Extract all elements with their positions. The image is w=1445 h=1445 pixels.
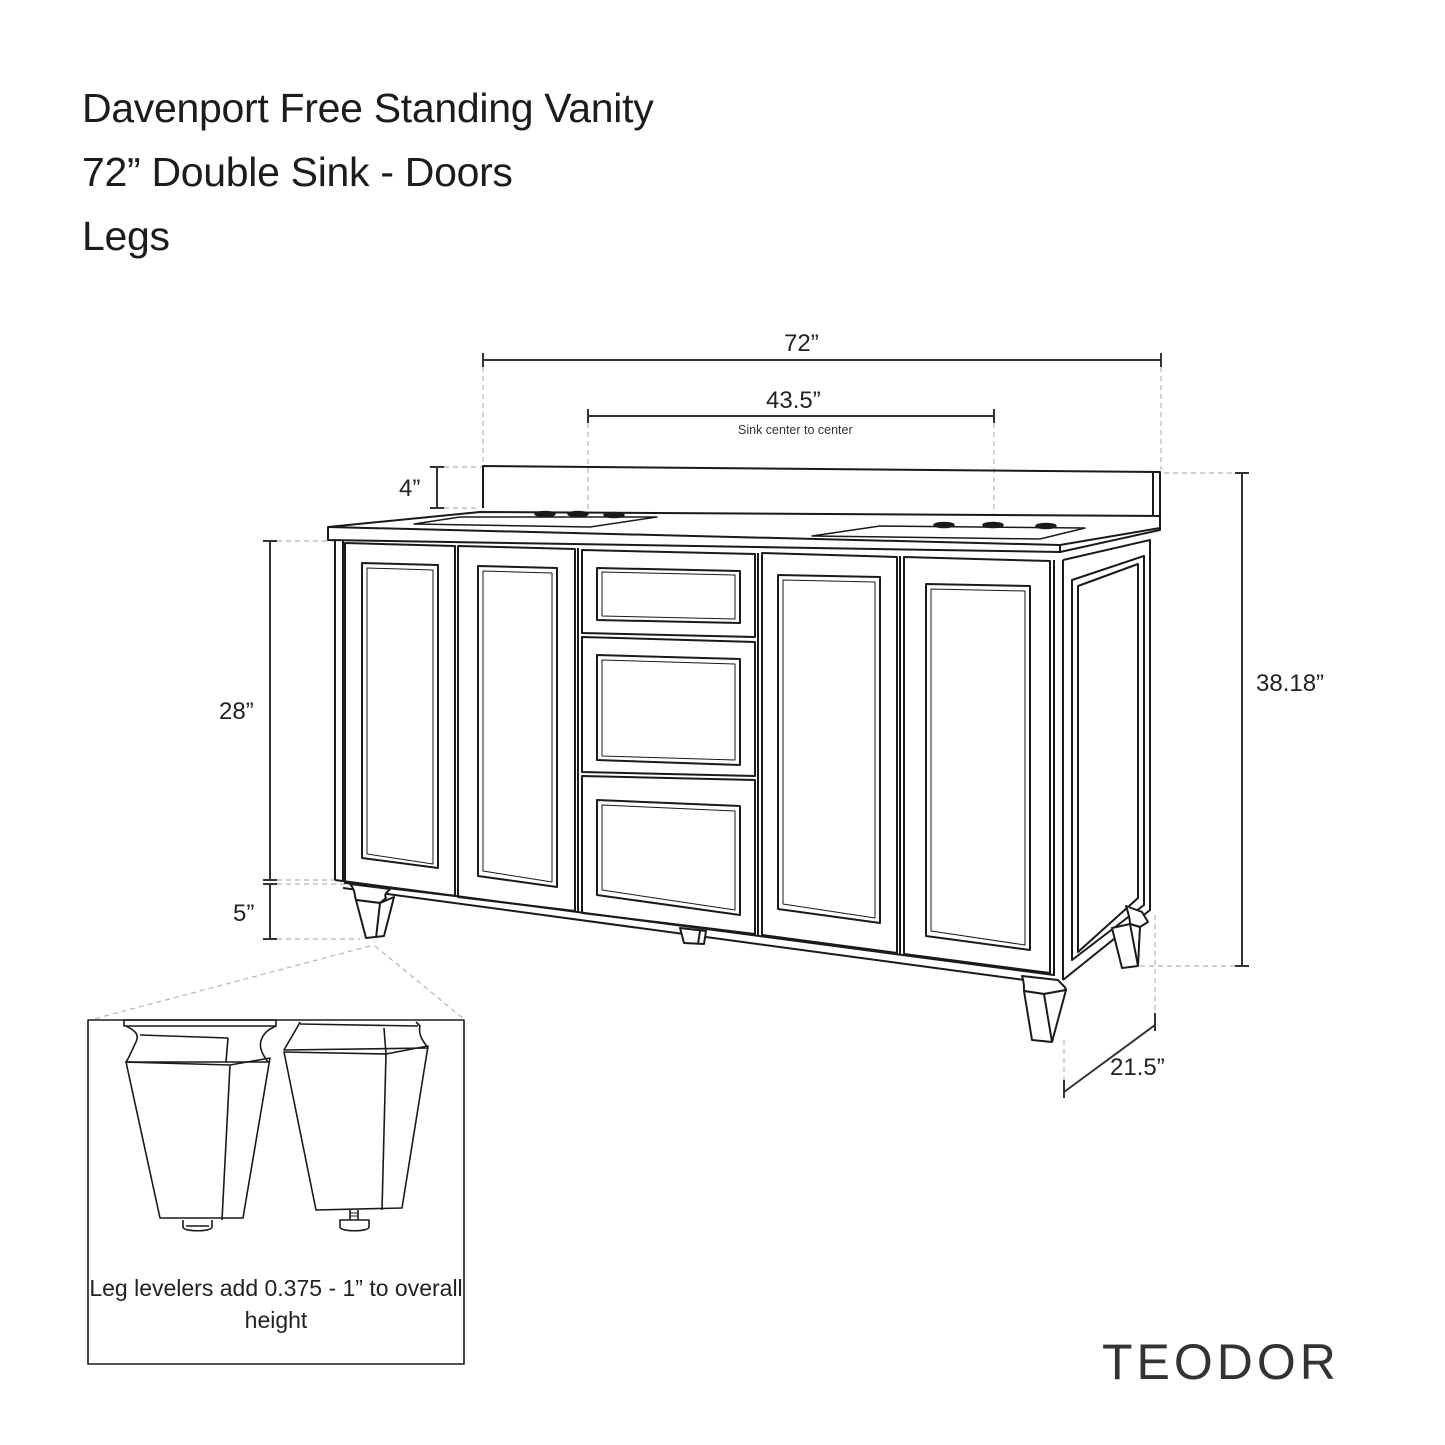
leg-leveler-caption: Leg levelers add 0.375 - 1” to overall h… — [89, 1275, 463, 1333]
leg-height-label: 5” — [233, 900, 255, 927]
leg-detail-extended — [283, 1021, 429, 1232]
door-2 — [457, 545, 576, 912]
drawer-3 — [581, 775, 756, 935]
overall-width-label: 72” — [784, 330, 819, 357]
backsplash-height-label: 4” — [399, 475, 421, 502]
overall-height-label: 38.18” — [1256, 670, 1325, 697]
door-1 — [344, 542, 456, 897]
backsplash — [482, 465, 1161, 516]
countertop — [327, 511, 1161, 553]
drawer-2 — [581, 636, 756, 777]
product-base-type: Legs — [82, 213, 170, 259]
brand-logo: TEODOR — [1102, 1334, 1340, 1390]
extension-lines — [89, 367, 1235, 1080]
depth-label: 21.5” — [1110, 1054, 1165, 1081]
product-configuration: 72” Double Sink - Doors — [82, 149, 513, 195]
product-name: Davenport Free Standing Vanity — [82, 85, 654, 131]
door-4 — [903, 556, 1051, 974]
title-block: Davenport Free Standing Vanity 72” Doubl… — [82, 76, 654, 268]
leg-back-right — [1111, 905, 1149, 969]
sink-right — [811, 521, 1086, 540]
door-3 — [761, 552, 898, 954]
leg-detail-retracted — [123, 1019, 277, 1232]
leg-detail-inset — [87, 1019, 465, 1365]
dimension-lines — [263, 353, 1249, 1098]
sink-left — [413, 510, 658, 528]
leg-front-middle — [679, 927, 707, 945]
drawer-1 — [581, 549, 756, 638]
leg-front-right — [1021, 975, 1067, 1043]
cabinet-height-label: 28” — [219, 698, 254, 725]
leg-front-left — [349, 883, 395, 939]
sink-spacing-note: Sink center to center — [738, 423, 853, 437]
sink-spacing-label: 43.5” — [766, 387, 821, 414]
